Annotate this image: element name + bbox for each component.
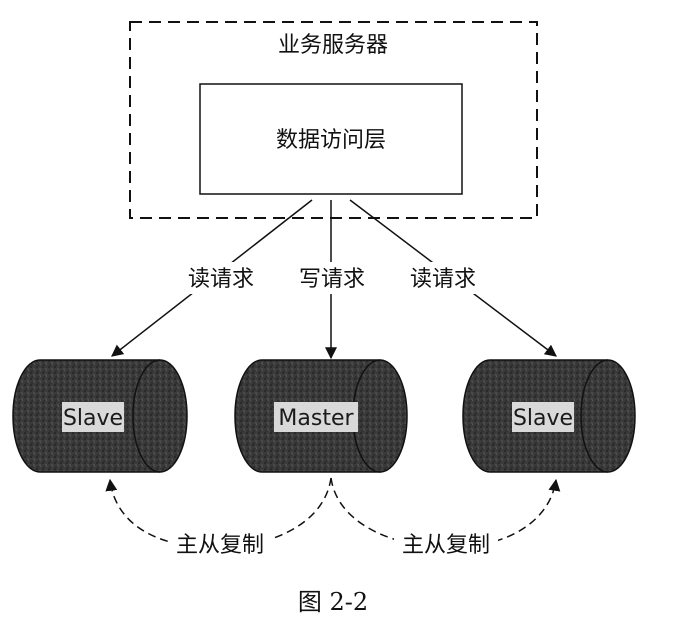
data-access-layer-box xyxy=(199,83,463,195)
server-box xyxy=(129,21,538,219)
slave-node-right: Slave xyxy=(462,359,636,473)
replication-label-right: 主从复制 xyxy=(402,533,490,558)
master-label: Master xyxy=(278,406,354,431)
read-request-label-right: 读请求 xyxy=(410,267,476,292)
server-label: 业务服务器 xyxy=(278,33,388,58)
write-request-label: 写请求 xyxy=(299,267,365,292)
slave-node-left: Slave xyxy=(12,359,188,473)
replication-arrow-left xyxy=(105,477,332,549)
master-node: Master xyxy=(234,359,408,473)
read-request-label-left: 读请求 xyxy=(188,267,254,292)
slave-label-right: Slave xyxy=(513,406,573,431)
slave-label-left: Slave xyxy=(63,406,123,431)
data-access-layer-label: 数据访问层 xyxy=(276,128,386,153)
replication-label-left: 主从复制 xyxy=(176,533,264,558)
figure-caption: 图 2-2 xyxy=(298,588,368,616)
